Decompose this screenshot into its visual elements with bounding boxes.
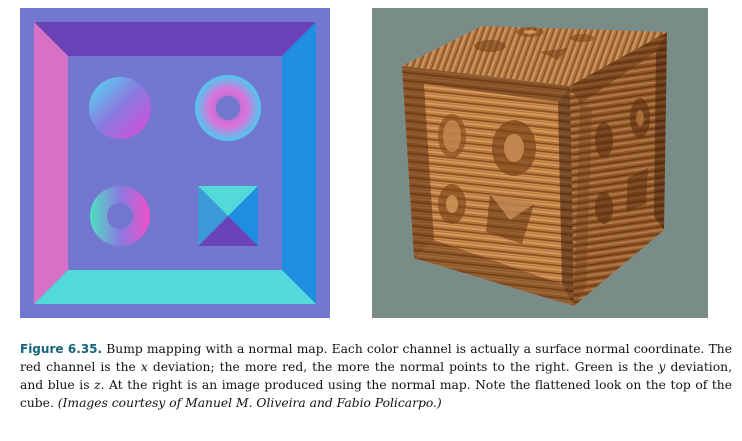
normal-map-image — [20, 8, 330, 318]
pyramid-shape — [198, 186, 258, 246]
caption-text-4: . At the right is an image produced usin… — [20, 378, 732, 410]
bevel-right — [282, 22, 316, 304]
cube-top-face — [402, 26, 667, 86]
caption-var-x: x — [140, 360, 148, 374]
ring-hole — [107, 203, 133, 229]
rendered-cube-image — [372, 8, 708, 318]
figure-label: Figure 6.35. — [20, 342, 103, 356]
caption-text-1: Bump mapping with a normal map. Each col… — [20, 342, 732, 374]
rendered-cube-svg — [372, 8, 708, 318]
caption-var-z: z — [94, 378, 101, 392]
sphere-shape — [89, 77, 151, 139]
bevel-bottom — [34, 270, 316, 304]
caption-text-2: deviation; the more red, the more the no… — [147, 360, 659, 374]
torus-hole — [216, 96, 240, 120]
caption-var-y: y — [658, 360, 666, 374]
bevel-top — [34, 22, 316, 56]
normal-map-svg — [20, 8, 330, 318]
bevel-left — [34, 22, 68, 304]
caption-text-3: deviation, and blue is — [20, 360, 732, 392]
caption-credit: (Images courtesy of Manuel M. Oliveira a… — [57, 396, 442, 410]
figure-caption: Figure 6.35. Bump mapping with a normal … — [20, 340, 732, 412]
